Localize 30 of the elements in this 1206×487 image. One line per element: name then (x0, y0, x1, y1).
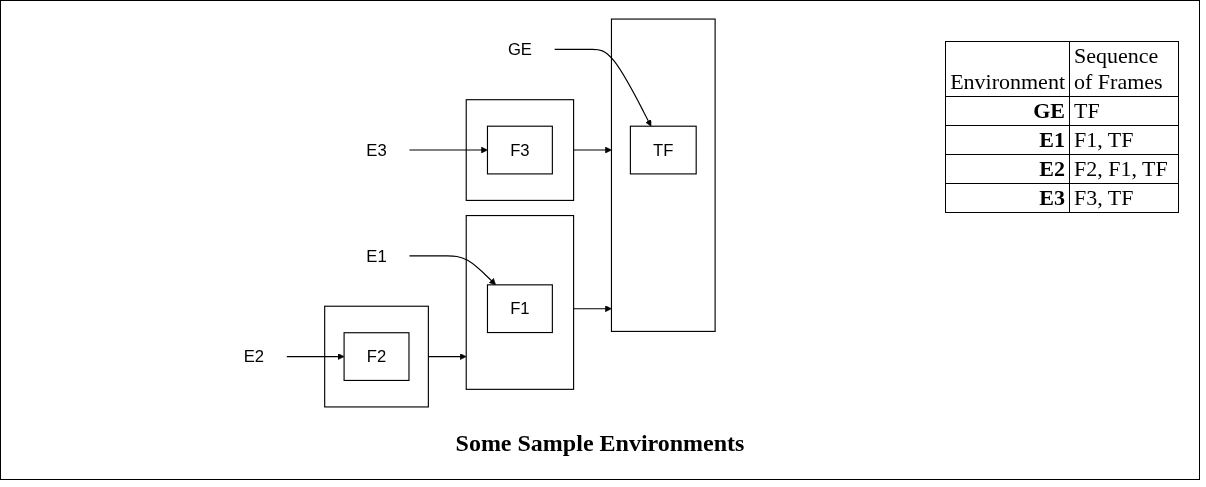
node-text: E3 (366, 140, 387, 160)
node-text: E2 (243, 346, 265, 366)
cluster (465, 214, 575, 390)
node-box: F3 (486, 125, 553, 174)
table-cell: GE (945, 96, 1070, 126)
table-cell: TF (1069, 96, 1179, 126)
column-header: Environment (945, 41, 1070, 97)
arrow (286, 352, 345, 360)
cluster (610, 18, 716, 332)
table-cell: F2, F1, TF (1069, 154, 1179, 184)
arrow (408, 254, 496, 285)
arrow (554, 48, 652, 126)
arrow (427, 352, 467, 360)
arrow (573, 146, 612, 153)
table-cell: F1, TF (1069, 125, 1179, 155)
cluster (324, 305, 429, 407)
cluster (465, 98, 575, 201)
table-cell: E3 (945, 183, 1070, 213)
table-cell: F3, TF (1069, 183, 1179, 213)
node-text: E1 (366, 245, 387, 265)
node-box: F2 (343, 331, 410, 381)
node-box: F1 (486, 283, 553, 333)
column-header: Sequence of Frames (1069, 41, 1179, 97)
arrow (573, 304, 612, 312)
node-text: GE (507, 39, 532, 59)
arrow (408, 146, 488, 153)
table-cell: E2 (945, 154, 1070, 184)
node-box: TF (629, 125, 697, 174)
caption: Some Sample Environments (454, 429, 746, 458)
table-cell: E1 (945, 125, 1070, 155)
